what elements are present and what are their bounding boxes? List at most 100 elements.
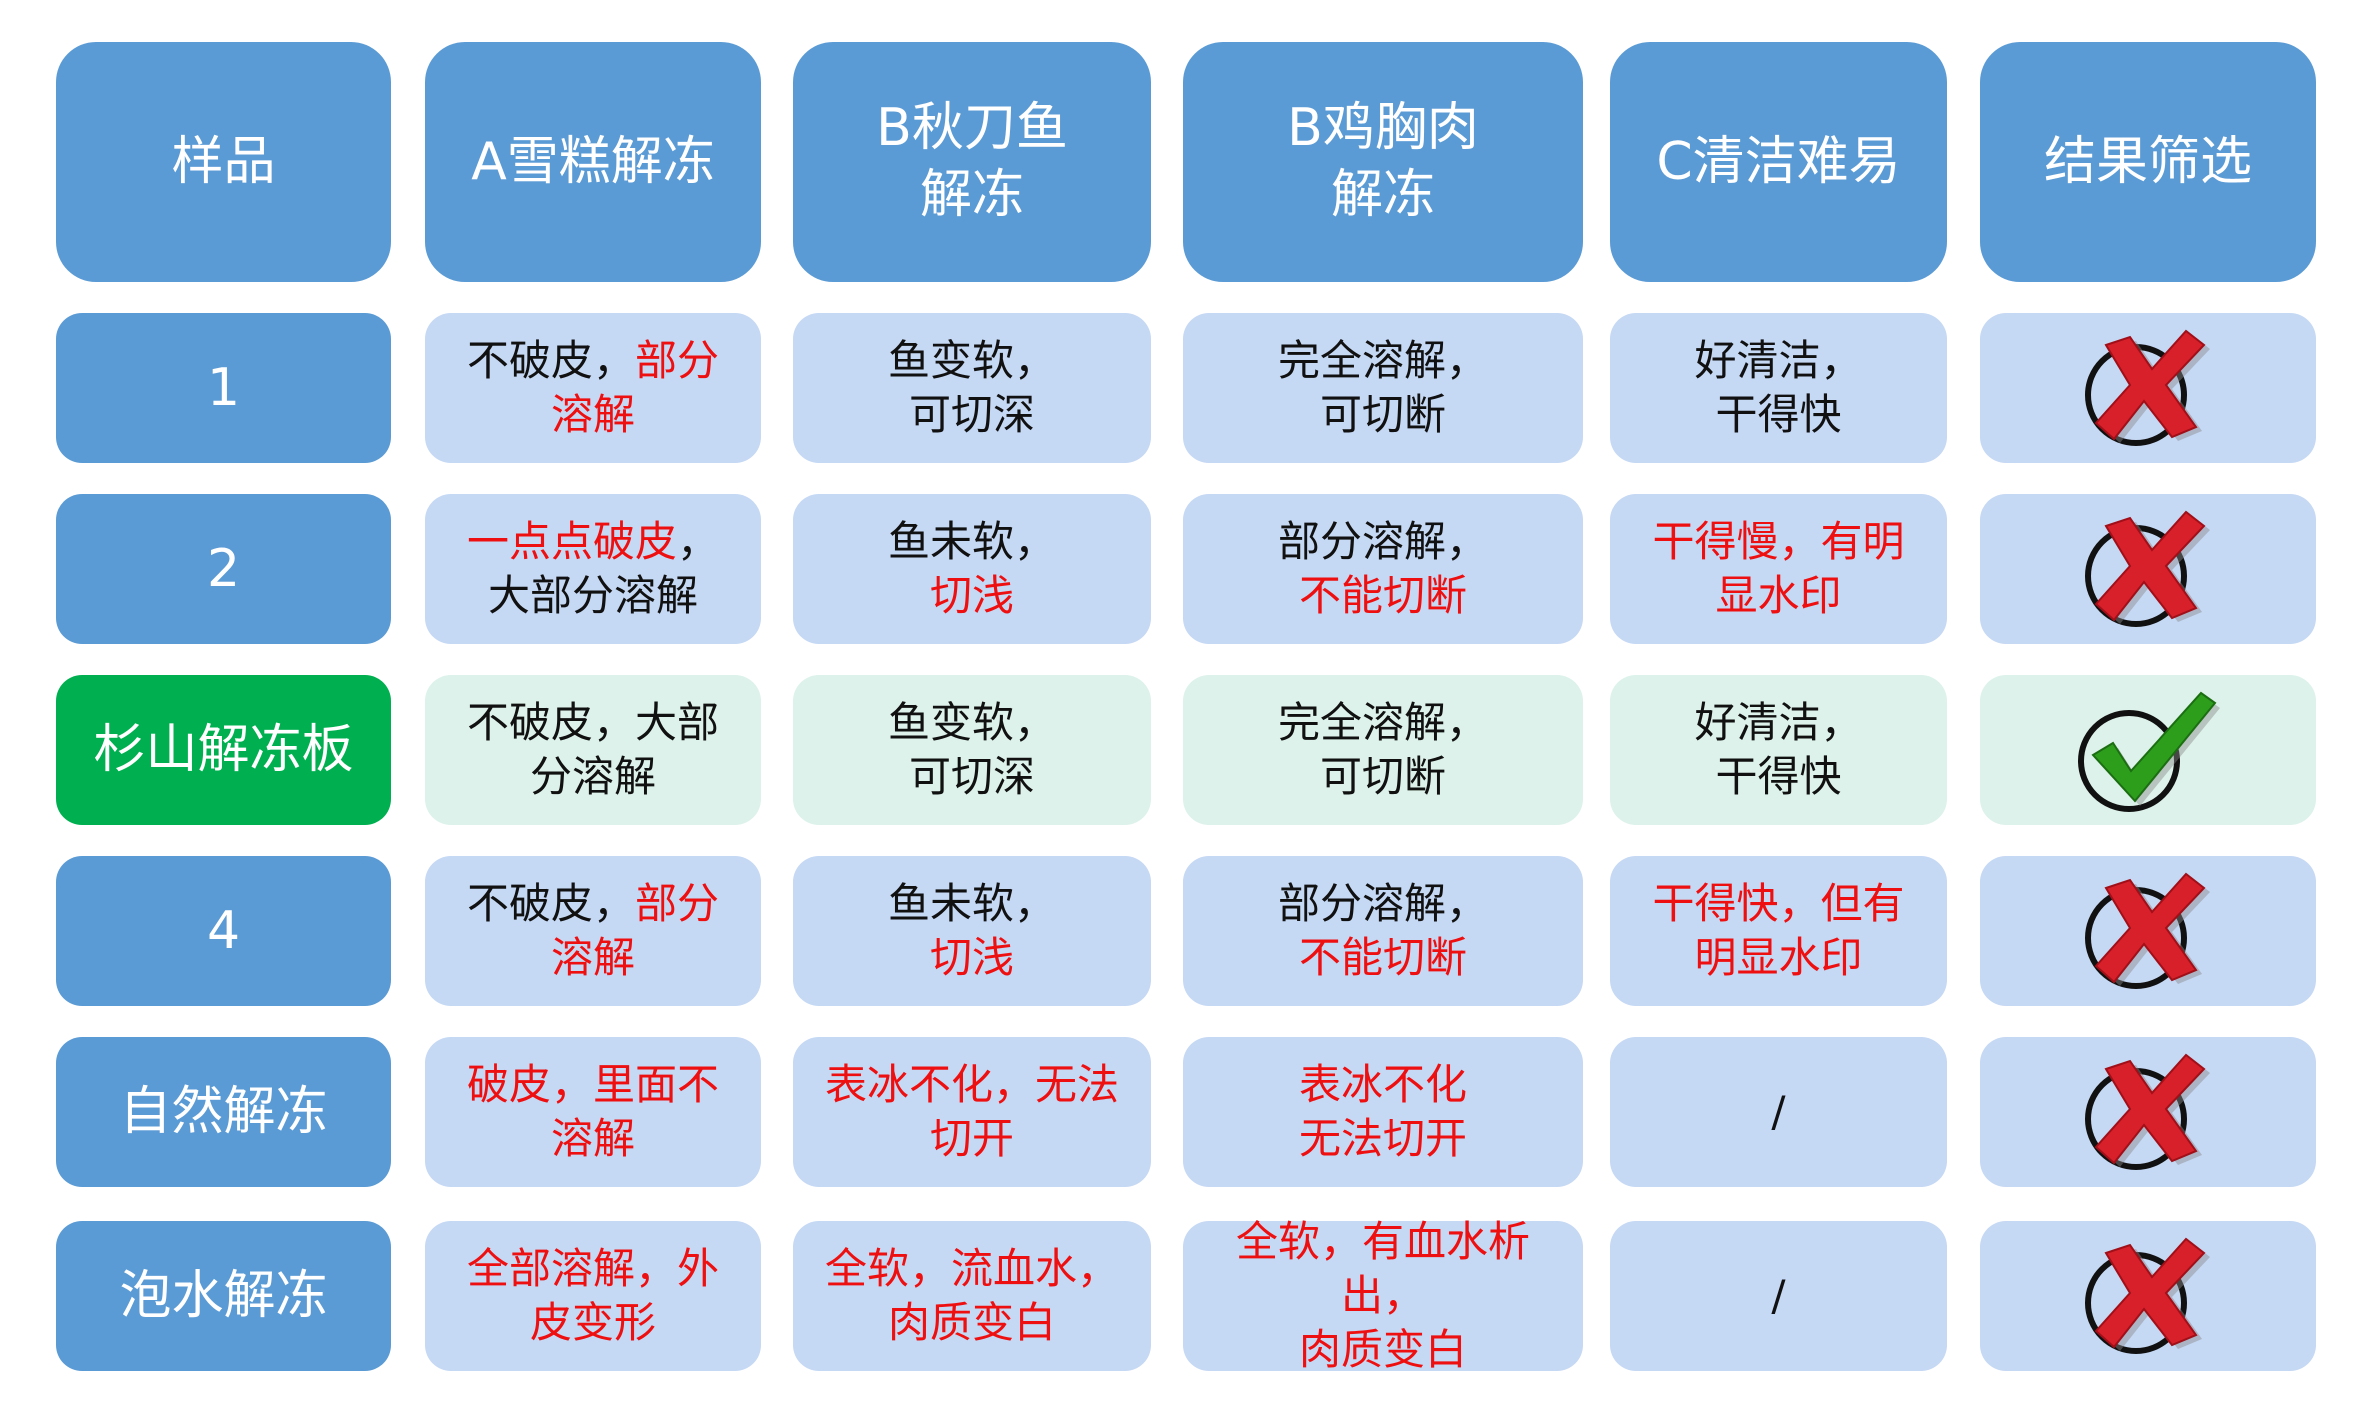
cell-line: 表冰不化 — [1299, 1058, 1467, 1112]
sample-name-cell: 2 — [56, 494, 391, 644]
negative-text: 部分 — [635, 336, 720, 386]
sample-name: 自然解冻 — [119, 1081, 328, 1142]
cell-text: 不破皮，部分溶解 — [467, 334, 719, 442]
sample-name: 泡水解冻 — [119, 1265, 328, 1326]
result-cell-c-cleaning-ease: 好清洁，干得快 — [1610, 675, 1947, 825]
normal-text: 可切深 — [908, 390, 1035, 439]
result-screening-cell — [1980, 1221, 2316, 1371]
normal-text: 干得快 — [1715, 752, 1842, 801]
sample-name-cell: 1 — [56, 313, 391, 463]
negative-text: 溶解 — [550, 390, 635, 439]
cell-line: / — [1771, 1085, 1785, 1139]
sample-name-cell: 杉山解冻板 — [56, 675, 391, 825]
cell-line: 可切深 — [888, 388, 1056, 442]
cell-line: 可切深 — [888, 750, 1056, 804]
negative-text: 全部溶解，外 — [466, 1244, 719, 1294]
header-sample: 样品 — [56, 42, 391, 282]
cell-line: 不破皮，大部 — [467, 696, 719, 750]
cell-line: 干得快 — [1694, 388, 1862, 442]
normal-text: 部分溶解， — [1277, 517, 1488, 567]
result-screening-cell — [1980, 494, 2316, 644]
result-cell-a-ice-cream-thaw: 一点点破皮，大部分溶解 — [425, 494, 761, 644]
cell-line: 不能切断 — [1278, 931, 1488, 985]
negative-text: 部分 — [635, 879, 720, 929]
header-b-saury-thaw: B秋刀鱼 解冻 — [793, 42, 1151, 282]
cell-text: 不破皮，部分溶解 — [467, 877, 719, 985]
cell-line: 肉质变白 — [825, 1296, 1119, 1350]
negative-text: 明显水印 — [1694, 933, 1863, 982]
cell-text: 鱼未软，切浅 — [888, 877, 1056, 985]
result-cell-b-chicken-breast-thaw: 完全溶解，可切断 — [1183, 313, 1583, 463]
cell-text: 全部溶解，外皮变形 — [467, 1242, 719, 1350]
negative-text: 表冰不化，无法 — [824, 1060, 1119, 1110]
header-label: A雪糕解冻 — [471, 131, 715, 192]
negative-text: 不能切断 — [1298, 933, 1467, 982]
normal-text: / — [1771, 1271, 1786, 1321]
cell-text: / — [1771, 1085, 1785, 1139]
result-screening-cell — [1980, 1037, 2316, 1187]
result-cell-b-saury-thaw: 鱼未软，切浅 — [793, 494, 1151, 644]
cell-line: 完全溶解， — [1278, 696, 1488, 750]
cell-text: 表冰不化，无法切开 — [825, 1058, 1119, 1166]
cell-line: 不破皮，部分 — [467, 877, 719, 931]
cell-text: 表冰不化无法切开 — [1299, 1058, 1467, 1166]
sample-name-cell: 泡水解冻 — [56, 1221, 391, 1371]
result-cell-a-ice-cream-thaw: 不破皮，部分溶解 — [425, 856, 761, 1006]
cell-text: 鱼变软，可切深 — [888, 334, 1056, 442]
cell-text: 好清洁，干得快 — [1694, 696, 1862, 804]
cell-line: 鱼未软， — [888, 877, 1056, 931]
header-b-chicken-breast-thaw: B鸡胸肉 解冻 — [1183, 42, 1583, 282]
cell-text: 鱼未软，切浅 — [888, 515, 1056, 623]
header-label: B鸡胸肉 解冻 — [1287, 98, 1479, 225]
result-cell-b-saury-thaw: 鱼未软，切浅 — [793, 856, 1151, 1006]
cell-text: 干得慢，有明显水印 — [1652, 515, 1904, 623]
cell-line: 明显水印 — [1652, 931, 1904, 985]
cell-text: 全软，有血水析出，肉质变白 — [1197, 1215, 1569, 1376]
normal-text: 好清洁， — [1694, 698, 1863, 748]
negative-text: 肉质变白 — [1298, 1324, 1467, 1374]
negative-text: 无法切开 — [1298, 1114, 1467, 1163]
result-cell-a-ice-cream-thaw: 全部溶解，外皮变形 — [425, 1221, 761, 1371]
cell-text: 部分溶解，不能切断 — [1278, 515, 1488, 623]
header-a-ice-cream-thaw: A雪糕解冻 — [425, 42, 761, 282]
cell-line: 大部分溶解 — [467, 569, 719, 623]
cross-icon — [2085, 510, 2210, 627]
negative-text: 不能切断 — [1298, 571, 1467, 620]
negative-text: 表冰不化 — [1298, 1060, 1467, 1110]
negative-text: 切开 — [929, 1114, 1014, 1163]
cell-line: 无法切开 — [1299, 1112, 1467, 1166]
cell-text: 一点点破皮，大部分溶解 — [467, 515, 719, 623]
cell-text: 完全溶解，可切断 — [1278, 334, 1488, 442]
sample-name: 2 — [206, 538, 241, 599]
cross-icon — [2085, 329, 2210, 446]
cell-line: 可切断 — [1278, 388, 1488, 442]
negative-text: 显水印 — [1715, 571, 1842, 620]
result-cell-c-cleaning-ease: 好清洁，干得快 — [1610, 313, 1947, 463]
cell-line: 全软，流血水， — [825, 1242, 1119, 1296]
result-screening-cell — [1980, 313, 2316, 463]
cell-line: 一点点破皮， — [467, 515, 719, 569]
normal-text: 不破皮， — [466, 336, 635, 386]
cross-icon — [2085, 1053, 2210, 1170]
header-label: C清洁难易 — [1656, 131, 1901, 192]
cell-line: 干得快，但有 — [1652, 877, 1904, 931]
cell-line: 溶解 — [467, 931, 719, 985]
cell-line: 干得慢，有明 — [1652, 515, 1904, 569]
cell-line: 切浅 — [888, 931, 1056, 985]
cell-line: 肉质变白 — [1197, 1323, 1569, 1377]
cell-text: 好清洁，干得快 — [1694, 334, 1862, 442]
normal-text: / — [1771, 1087, 1786, 1137]
result-cell-b-chicken-breast-thaw: 表冰不化无法切开 — [1183, 1037, 1583, 1187]
result-screening-cell — [1980, 856, 2316, 1006]
normal-text: 完全溶解， — [1277, 698, 1488, 748]
sample-name: 4 — [206, 900, 241, 961]
normal-text: 可切断 — [1319, 752, 1446, 801]
cell-line: 皮变形 — [467, 1296, 719, 1350]
result-cell-a-ice-cream-thaw: 不破皮，大部分溶解 — [425, 675, 761, 825]
cell-line: 分溶解 — [467, 750, 719, 804]
normal-text: 不破皮，大部 — [466, 698, 719, 748]
result-cell-c-cleaning-ease: 干得慢，有明显水印 — [1610, 494, 1947, 644]
cell-line: 部分溶解， — [1278, 515, 1488, 569]
result-cell-c-cleaning-ease: 干得快，但有明显水印 — [1610, 856, 1947, 1006]
header-label: 结果筛选 — [2043, 131, 2252, 192]
